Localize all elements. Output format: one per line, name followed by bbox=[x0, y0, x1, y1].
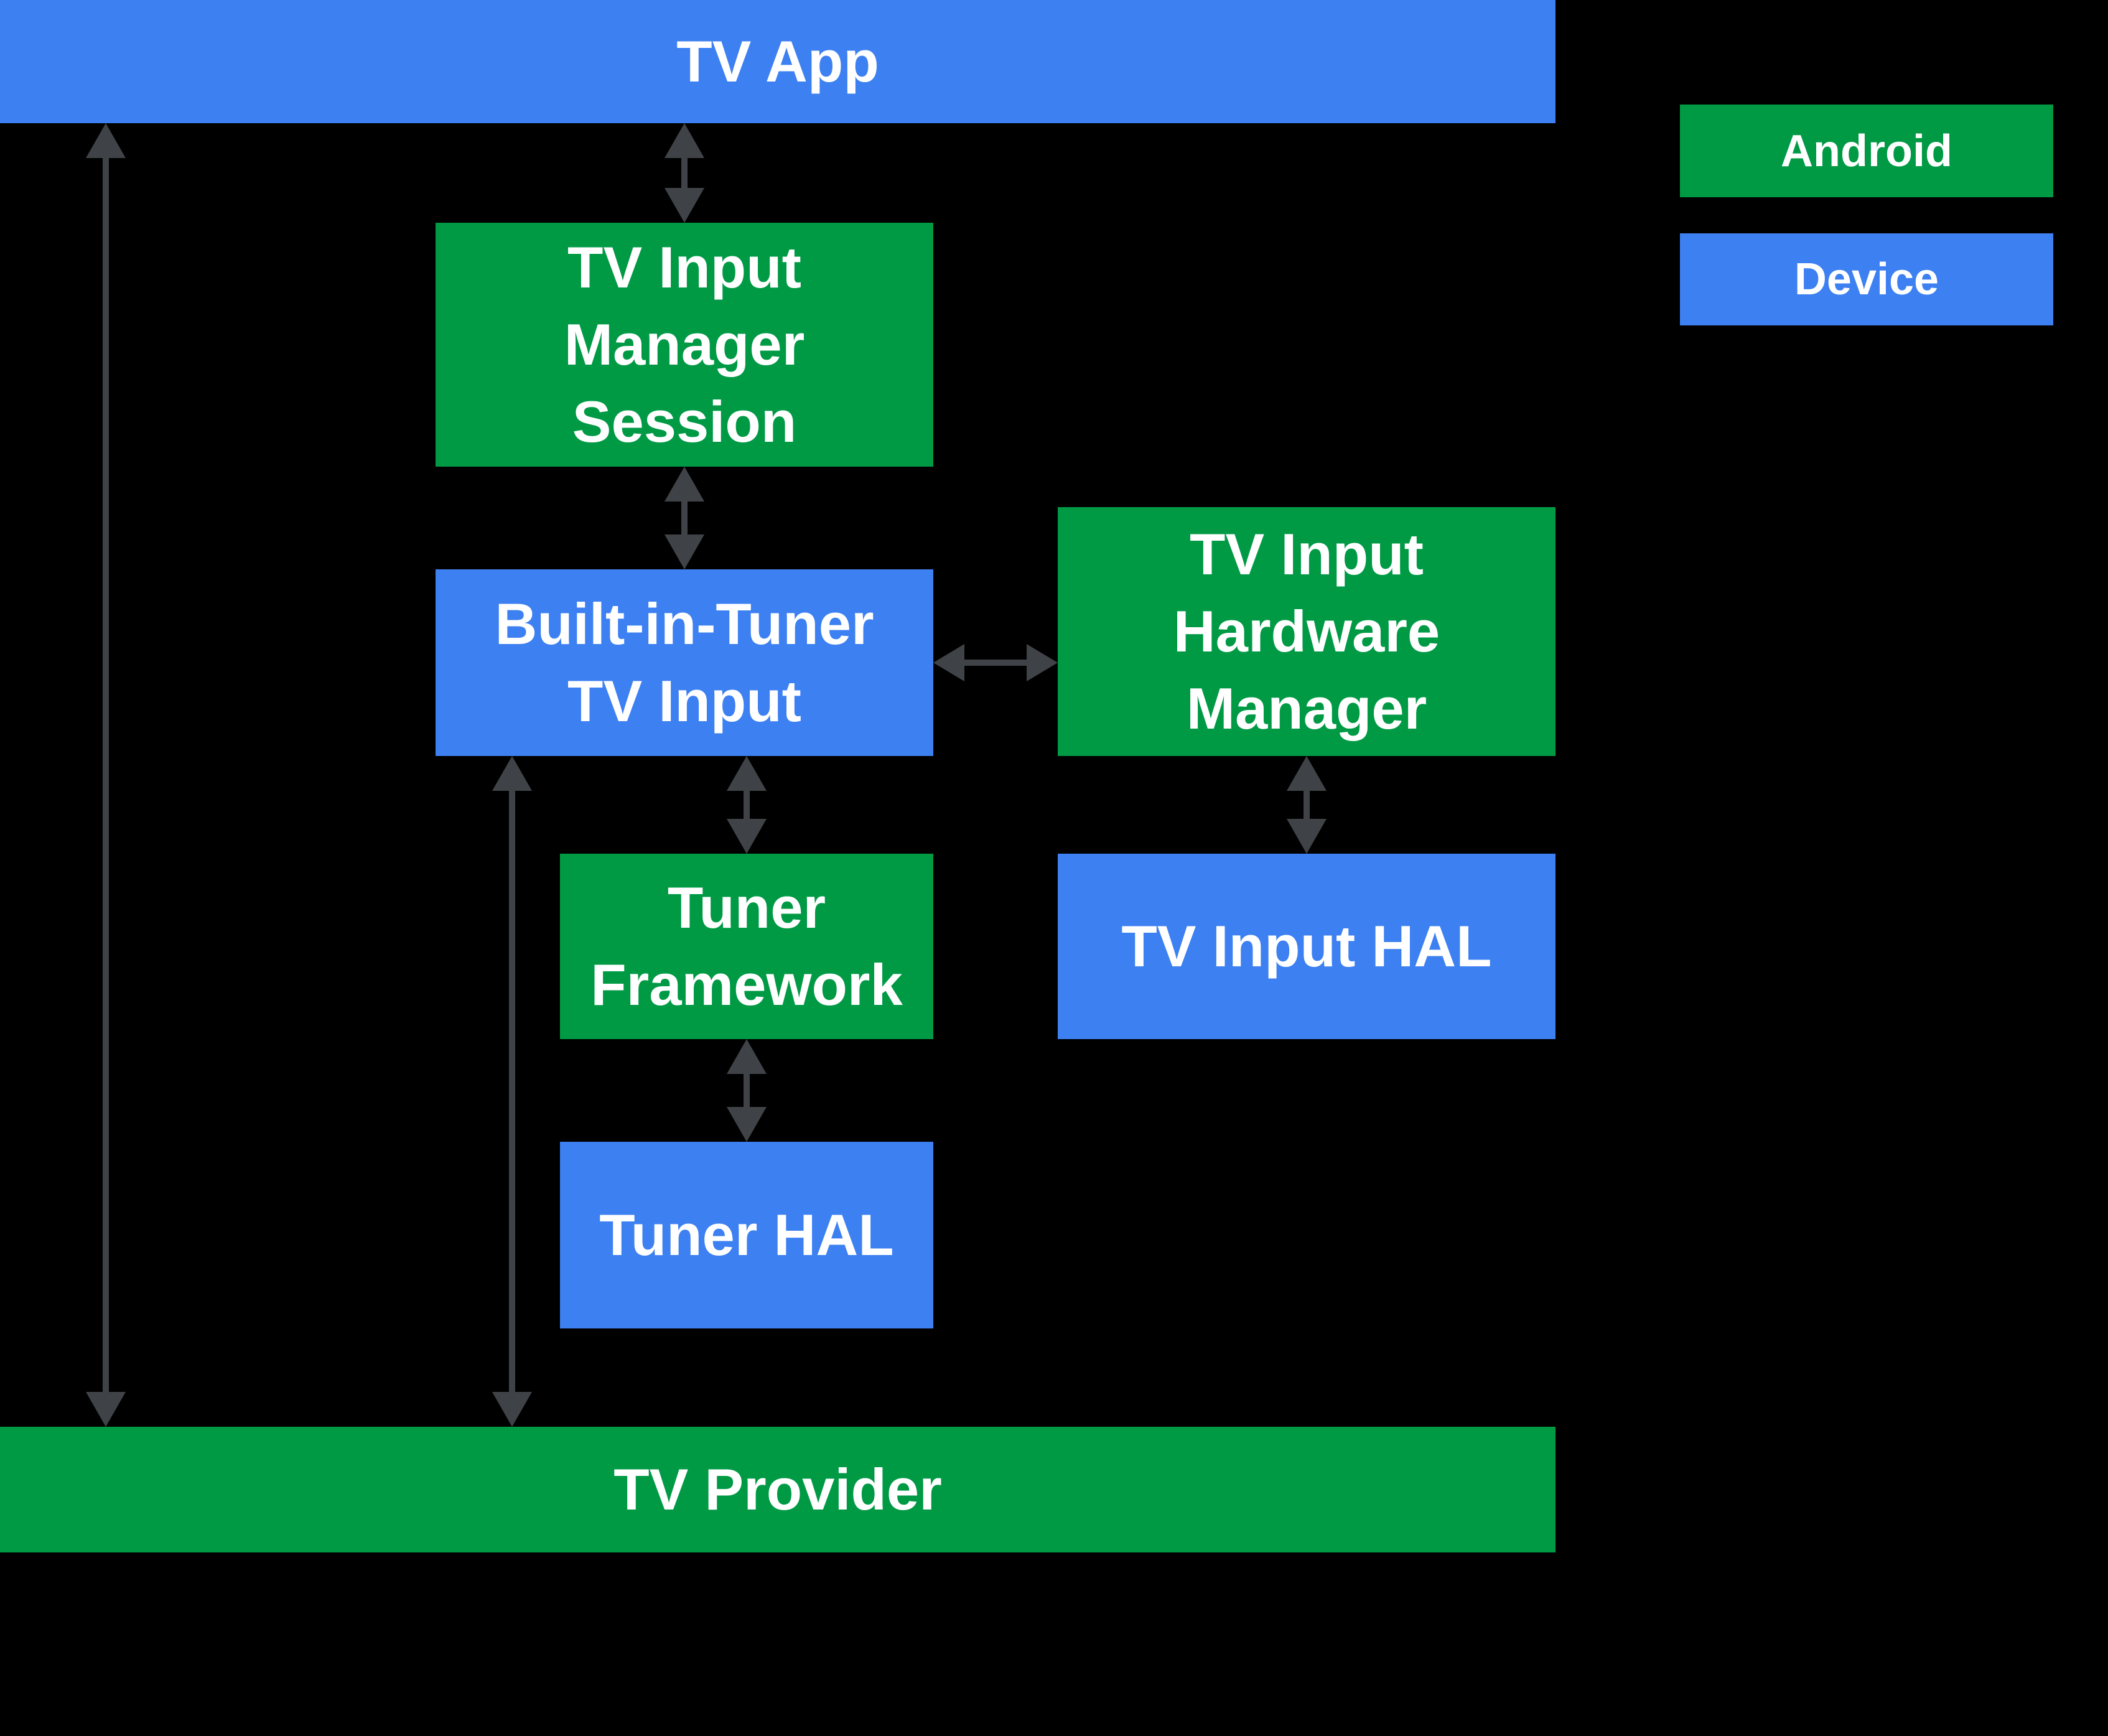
arrowhead-up-icon bbox=[727, 756, 767, 791]
arrow-built-in-tuner-tuner-framework bbox=[727, 756, 767, 854]
node-built-in-tuner-tv-input: Built-in-Tuner TV Input bbox=[436, 569, 933, 756]
arrowhead-down-icon bbox=[492, 1392, 532, 1427]
arrow-tv-app-tv-provider bbox=[86, 123, 126, 1427]
node-tv-provider: TV Provider bbox=[0, 1427, 1555, 1552]
arrowhead-right-icon bbox=[1027, 644, 1058, 681]
legend-device-chip: Device bbox=[1680, 233, 2053, 325]
arrow-built-in-tuner-tv-provider bbox=[492, 756, 532, 1427]
node-tv-input-manager-session: TV Input Manager Session bbox=[436, 223, 933, 467]
arrow-built-in-tuner-hardware-manager bbox=[933, 644, 1058, 681]
arrow-shaft bbox=[744, 1070, 750, 1111]
arrowhead-down-icon bbox=[665, 534, 704, 569]
arrow-shaft bbox=[961, 660, 1030, 666]
arrow-shaft bbox=[681, 154, 688, 192]
arrow-shaft bbox=[744, 787, 750, 823]
node-tuner-framework: Tuner Framework bbox=[560, 854, 933, 1039]
arrow-tv-input-manager-session-built-in-tuner bbox=[665, 467, 704, 569]
node-tv-input-hardware-manager: TV Input Hardware Manager bbox=[1058, 507, 1555, 756]
arrowhead-left-icon bbox=[933, 644, 964, 681]
arrow-shaft bbox=[509, 787, 515, 1396]
arrowhead-up-icon bbox=[727, 1039, 767, 1074]
arrowhead-down-icon bbox=[86, 1392, 126, 1427]
arrow-shaft bbox=[1304, 787, 1310, 823]
arrowhead-down-icon bbox=[665, 188, 704, 223]
arrow-tv-app-tv-input-manager-session bbox=[665, 123, 704, 223]
arrow-shaft bbox=[103, 154, 109, 1396]
node-tuner-hal: Tuner HAL bbox=[560, 1142, 933, 1328]
arrowhead-up-icon bbox=[1287, 756, 1327, 791]
node-tv-input-hal: TV Input HAL bbox=[1058, 854, 1555, 1039]
arrowhead-down-icon bbox=[1287, 819, 1327, 854]
arrowhead-up-icon bbox=[665, 123, 704, 158]
arrowhead-down-icon bbox=[727, 1107, 767, 1142]
arrowhead-down-icon bbox=[727, 819, 767, 854]
node-tv-app: TV App bbox=[0, 0, 1555, 123]
arrowhead-up-icon bbox=[665, 467, 704, 502]
arrow-tuner-framework-tuner-hal bbox=[727, 1039, 767, 1142]
legend-android-chip: Android bbox=[1680, 105, 2053, 197]
arrowhead-up-icon bbox=[492, 756, 532, 791]
arrowhead-up-icon bbox=[86, 123, 126, 158]
arrow-shaft bbox=[681, 498, 688, 538]
arrow-hardware-manager-tv-input-hal bbox=[1287, 756, 1327, 854]
